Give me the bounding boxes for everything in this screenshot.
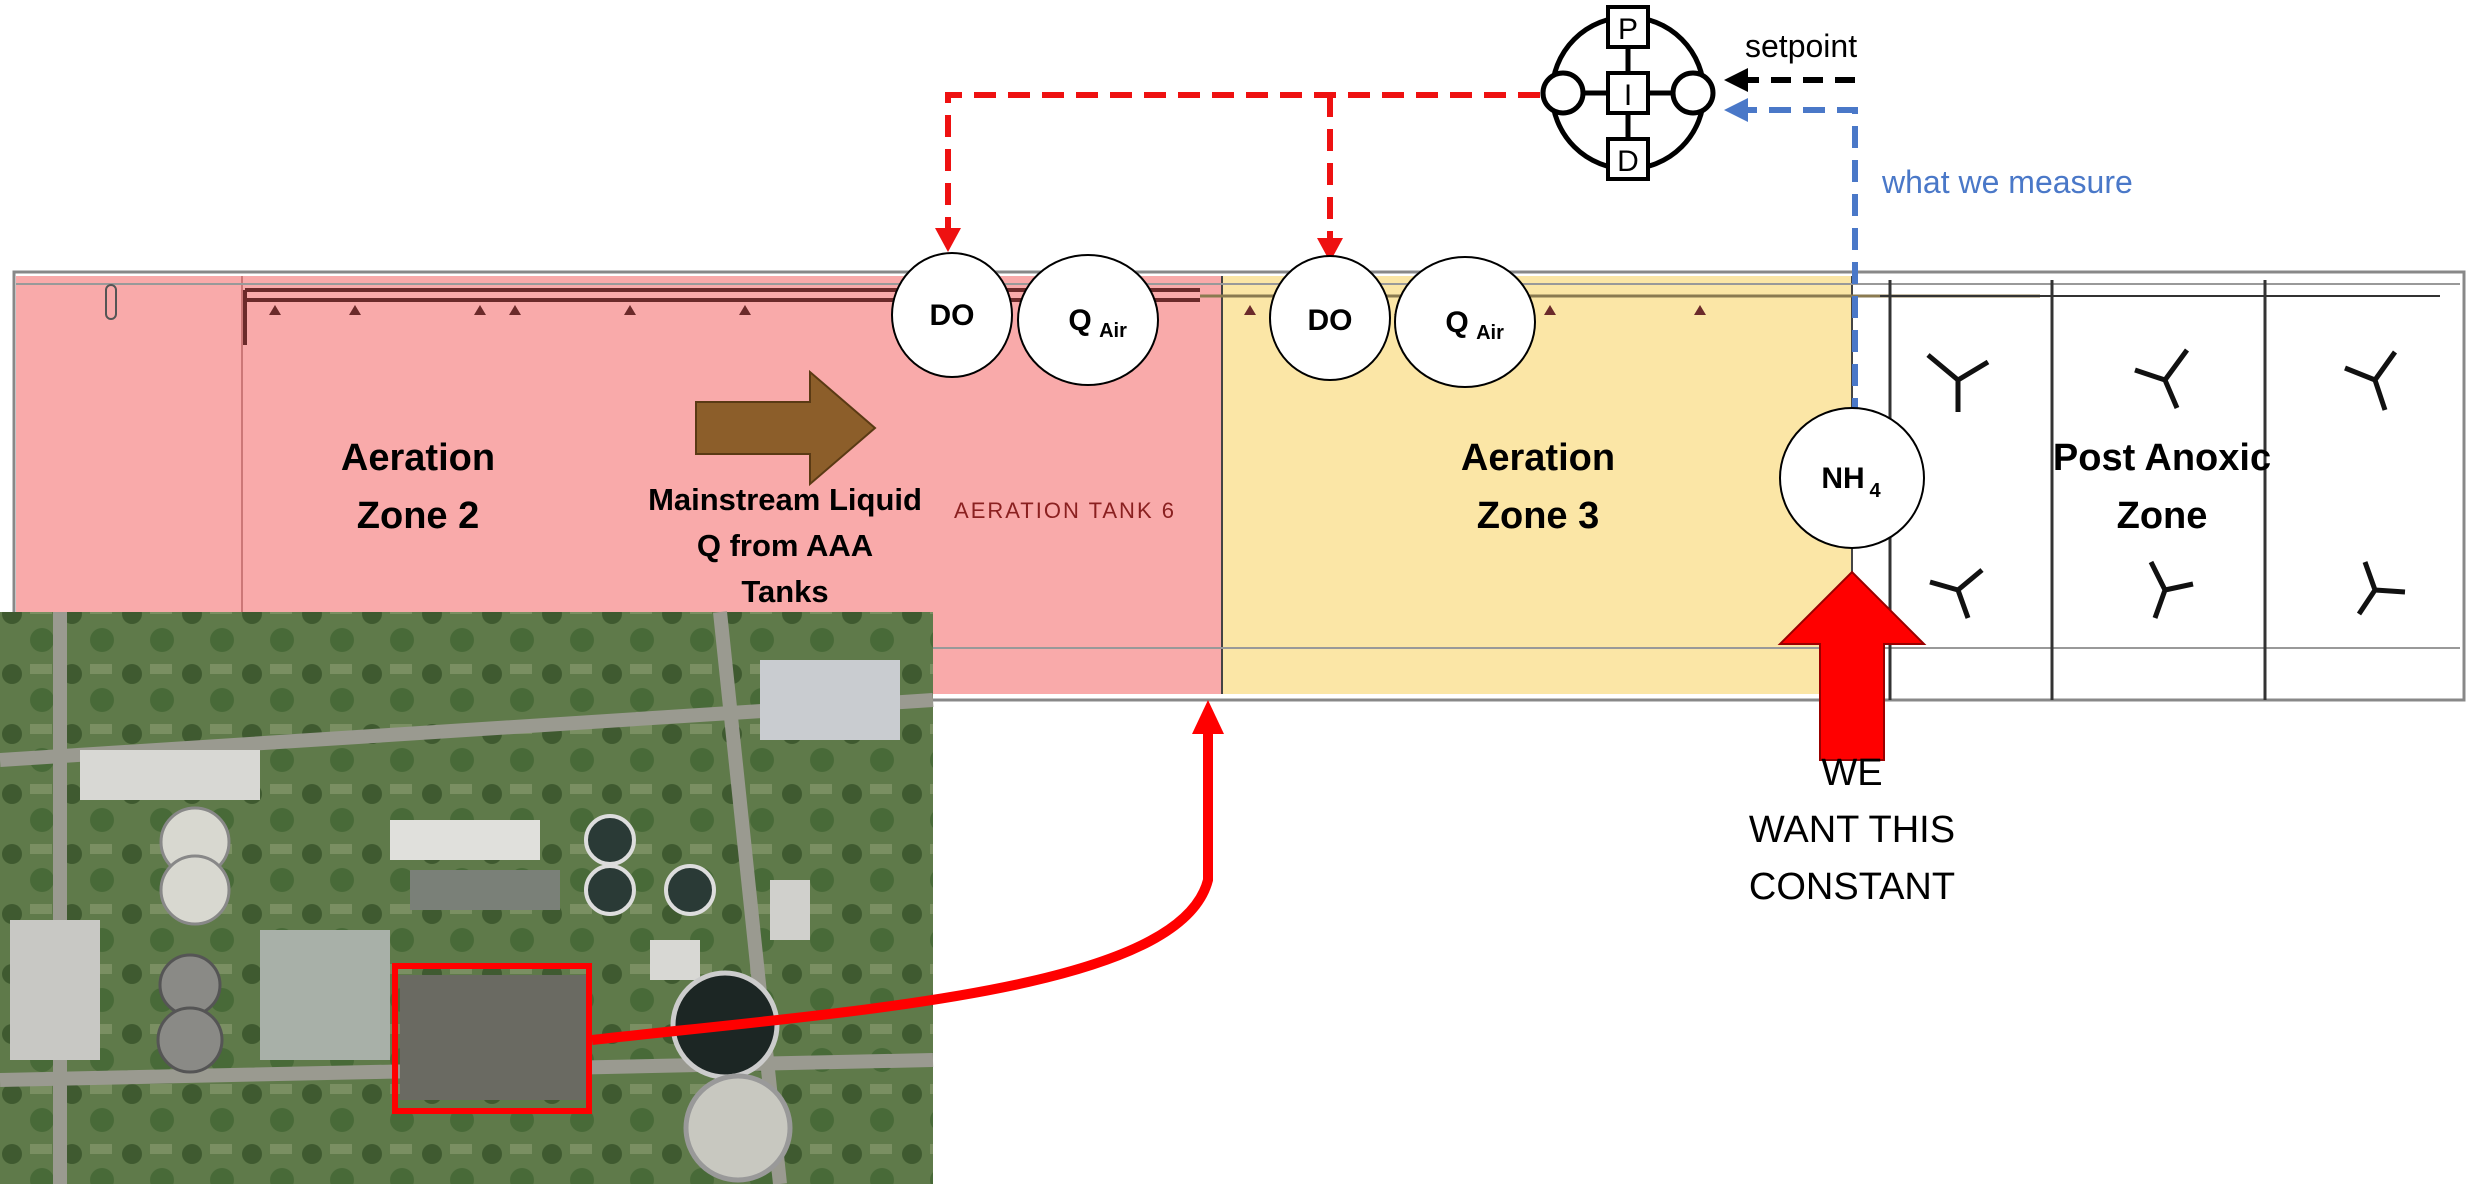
setpoint-arrowhead: [1724, 68, 1748, 92]
zone3-label: Zone 3: [1477, 495, 1599, 537]
constant-label: WE: [1821, 752, 1882, 794]
flow-label: Tanks: [741, 574, 828, 609]
zone2-label: Zone 2: [357, 495, 479, 537]
qair-subscript: Air: [1099, 320, 1127, 342]
qair-subscript: Air: [1476, 322, 1504, 344]
measure-label: what we measure: [1881, 164, 2133, 200]
pid-p-label: P: [1618, 13, 1638, 46]
tank-label: AERATION TANK 6: [954, 498, 1176, 523]
nh4-label: NH: [1821, 462, 1864, 495]
air-flow-sensor-zone2: Q Air: [1018, 255, 1158, 385]
constant-label: WANT THIS: [1749, 809, 1955, 851]
measure-arrowhead: [1724, 98, 1748, 122]
nh4-sensor: NH 4: [1780, 408, 1924, 548]
pid-i-label: I: [1624, 79, 1632, 112]
nh4-subscript: 4: [1869, 480, 1881, 502]
do-sensor-zone3: DO: [1270, 256, 1390, 380]
aerial-photo: [0, 612, 933, 1184]
air-flow-sensor-zone3: Q Air: [1395, 257, 1535, 387]
control-arrowhead: [935, 228, 961, 252]
do-label: DO: [930, 299, 975, 332]
zone2-label: Aeration: [341, 437, 495, 479]
qair-label: Q: [1068, 304, 1091, 337]
do-label: DO: [1308, 304, 1353, 337]
pid-output-node: [1673, 73, 1713, 113]
qair-label: Q: [1445, 306, 1468, 339]
pointer-arrowhead: [1192, 700, 1224, 734]
pid-controller: P I D: [1543, 7, 1713, 179]
control-signal-line: [948, 95, 1540, 250]
constant-label: CONSTANT: [1749, 866, 1955, 908]
flow-label: Q from AAA: [697, 528, 873, 563]
setpoint-label: setpoint: [1745, 28, 1857, 64]
anoxic-zone-label: Post Anoxic: [2053, 437, 2271, 479]
flow-label: Mainstream Liquid: [648, 482, 922, 517]
do-sensor-zone2: DO: [892, 253, 1012, 377]
pid-d-label: D: [1617, 145, 1639, 178]
pid-input-node: [1543, 73, 1583, 113]
anoxic-zone-label: Zone: [2117, 495, 2208, 537]
zone3-label: Aeration: [1461, 437, 1615, 479]
